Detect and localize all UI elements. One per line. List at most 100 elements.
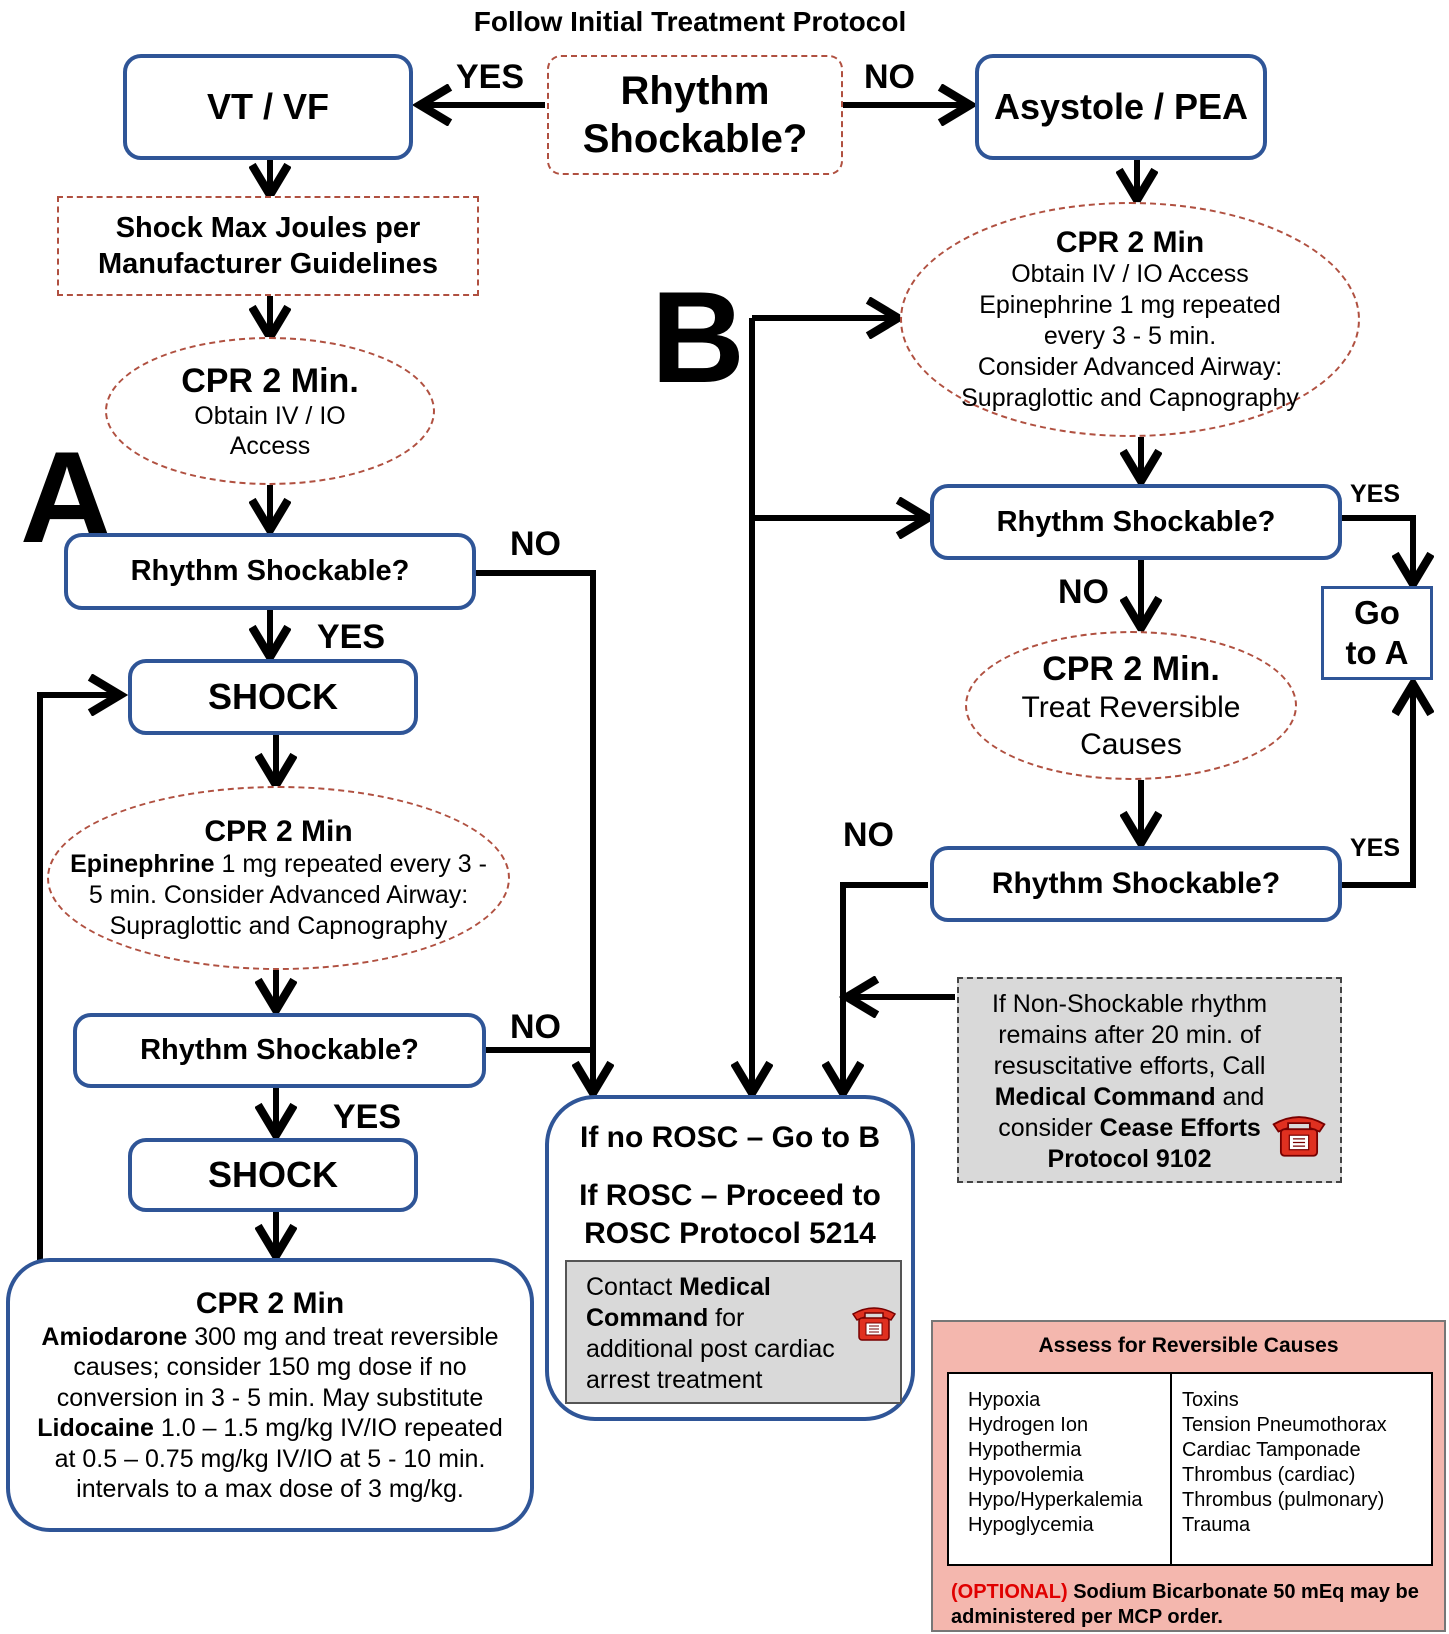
cpr-box-left-3: CPR 2 Min Amiodarone 300 mg and treat re… [6,1258,534,1532]
phone-icon [851,1307,897,1341]
label-no-top: NO [864,58,915,96]
cause-item: Tension Pneumothorax [1182,1414,1387,1436]
cause-item: Toxins [1182,1389,1239,1411]
note-medical-command: Medical Command [994,1083,1216,1111]
rhythm-shockable-right-1: Rhythm Shockable? [930,484,1342,560]
cpr-left-3-t2: 1.0 – 1.5 mg/kg IV/IO repeated at 0.5 – … [54,1414,503,1503]
page-title: Follow Initial Treatment Protocol [473,6,907,37]
cpr-left-1-line1: Obtain IV / IO [194,402,346,430]
label-no-right-2: NO [843,816,894,854]
goto-a-box: Go to A [1321,586,1433,680]
top-decision-line1: Rhythm [620,69,770,113]
cpr-left-1-line2: Access [229,432,311,460]
reversible-col-t: Toxins Tension Pneumothorax Cardiac Tamp… [1172,1374,1431,1564]
cpr-oval-right-1: CPR 2 Min Obtain IV / IO Access Epinephr… [900,202,1360,437]
cpr-left-1-title: CPR 2 Min. [181,362,359,400]
non-shockable-note: If Non-Shockable rhythm remains after 20… [957,977,1342,1183]
rhythm-shockable-left-2: Rhythm Shockable? [73,1013,486,1088]
phone-icon [1272,1116,1326,1157]
label-yes-top: YES [456,58,525,96]
arrow-rhythm-r2-no-to-rosc [843,882,928,1093]
cpr-oval-right-2: CPR 2 Min. Treat Reversible Causes [965,631,1297,780]
rhythm-shockable-left-1: Rhythm Shockable? [64,533,476,610]
rhythm-right-2-label: Rhythm Shockable? [991,867,1281,900]
reversible-causes-title: Assess for Reversible Causes [1038,1334,1339,1357]
reversible-col-h: Hypoxia Hydrogen Ion Hypothermia Hypovol… [949,1374,1172,1564]
cause-item: Hydrogen Ion [968,1414,1089,1436]
cause-item: Thrombus (cardiac) [1182,1464,1356,1486]
cpr-left-2-title: CPR 2 Min [204,814,353,848]
label-yes-right-2: YES [1350,834,1401,862]
shock-2-label: SHOCK [207,1154,338,1195]
cause-item: Trauma [1182,1514,1251,1536]
rhythm-right-1-label: Rhythm Shockable? [996,505,1276,538]
rhythm-left-2-label: Rhythm Shockable? [140,1034,419,1066]
cpr-right-1-line3: every 3 - 5 min. [1043,321,1217,350]
cpr-right-1-line1: Obtain IV / IO Access [1011,259,1249,288]
note-t1: If Non-Shockable rhythm remains after 20… [991,990,1268,1080]
shock-max-box: Shock Max Joules per Manufacturer Guidel… [57,196,479,296]
cause-item: Cardiac Tamponade [1182,1439,1361,1461]
lidocaine-label: Lidocaine [37,1414,154,1442]
rosc-line3: ROSC Protocol 5214 [584,1217,876,1250]
cpr-left-3-title: CPR 2 Min [195,1286,345,1320]
asystole-pea-box: Asystole / PEA [975,54,1267,160]
contact-medical-command-box: Contact Medical Command for additional p… [565,1260,902,1404]
reversible-causes-table: Hypoxia Hydrogen Ion Hypothermia Hypovol… [947,1372,1433,1566]
rosc-line1: If no ROSC – Go to B [580,1121,880,1154]
cpr-right-2-title: CPR 2 Min. [1042,649,1220,688]
label-yes-right-1: YES [1350,480,1401,508]
cpr-oval-left-1: CPR 2 Min. Obtain IV / IO Access [105,337,435,485]
arrow-rhythm-r1-yes-to-a [1342,515,1413,584]
cpr-right-2-line1: Treat Reversible [1021,690,1241,724]
label-yes-left-2: YES [333,1098,402,1136]
optional-text: Sodium Bicarbonate 50 mEq may be adminis… [951,1581,1419,1628]
shock-box-2: SHOCK [128,1138,418,1212]
label-no-left-2: NO [510,1008,561,1046]
rhythm-shockable-right-2: Rhythm Shockable? [930,846,1342,922]
shock-max-line2: Manufacturer Guidelines [97,248,438,280]
amiodarone-label: Amiodarone [41,1322,188,1351]
cpr-left-3-text: Amiodarone 300 mg and treat reversible c… [24,1322,516,1505]
rhythm-left-1-label: Rhythm Shockable? [130,555,410,587]
optional-bicarbonate-note: (OPTIONAL) Sodium Bicarbonate 50 mEq may… [951,1580,1431,1630]
rosc-line2: If ROSC – Proceed to [579,1179,881,1212]
shock-max-line1: Shock Max Joules per [115,212,421,244]
arrow-rhythm1-no-to-rosc [476,570,593,1093]
cause-item: Hypoglycemia [968,1514,1094,1536]
goto-a-line2: to A [1345,634,1409,671]
label-yes-left-1: YES [317,618,386,656]
cpr-right-1-title: CPR 2 Min [1055,225,1205,259]
cause-item: Hypoxia [968,1389,1041,1411]
top-decision-line2: Shockable? [582,117,808,161]
cpr-left-2-rest: 1 mg repeated every 3 - 5 min. Consider … [88,849,487,940]
cpr-right-2-line2: Causes [1080,727,1182,761]
cpr-right-1-line5: Supraglottic and Capnography [961,383,1299,412]
cpr-left-2-text: Epinephrine 1 mg repeated every 3 - 5 mi… [67,849,490,942]
arrow-rhythm-r2-yes-to-a [1342,684,1413,888]
top-decision-box: Rhythm Shockable? [547,55,843,175]
note-t2: and consider [998,1083,1265,1142]
optional-label: (OPTIONAL) [951,1581,1068,1603]
label-no-left-1: NO [510,525,561,563]
goto-a-line1: Go [1354,594,1400,631]
cpr-left-3-t1: 300 mg and treat reversible causes; cons… [56,1322,499,1412]
cause-item: Hypo/Hyperkalemia [968,1489,1143,1511]
cpr-right-1-line2: Epinephrine 1 mg repeated [979,290,1281,319]
vtvf-box: VT / VF [123,54,413,160]
cpr-oval-left-2: CPR 2 Min Epinephrine 1 mg repeated ever… [47,786,510,970]
label-no-right-1: NO [1058,573,1109,611]
contact-t2: for additional post cardiac arrest treat… [586,1304,835,1394]
vtvf-label: VT / VF [206,86,329,127]
note-cease-efforts: Cease Efforts Protocol 9102 [1047,1114,1261,1173]
contact-medical-command: Medical Command [586,1273,771,1332]
cpr-right-1-line4: Consider Advanced Airway: [977,352,1283,381]
label-b: B [651,264,745,410]
contact-t1: Contact [586,1273,680,1301]
cause-item: Hypothermia [968,1439,1082,1461]
cause-item: Hypovolemia [968,1464,1084,1486]
cause-item: Thrombus (pulmonary) [1182,1489,1385,1511]
cpr-left-2-drug: Epinephrine [70,849,215,878]
